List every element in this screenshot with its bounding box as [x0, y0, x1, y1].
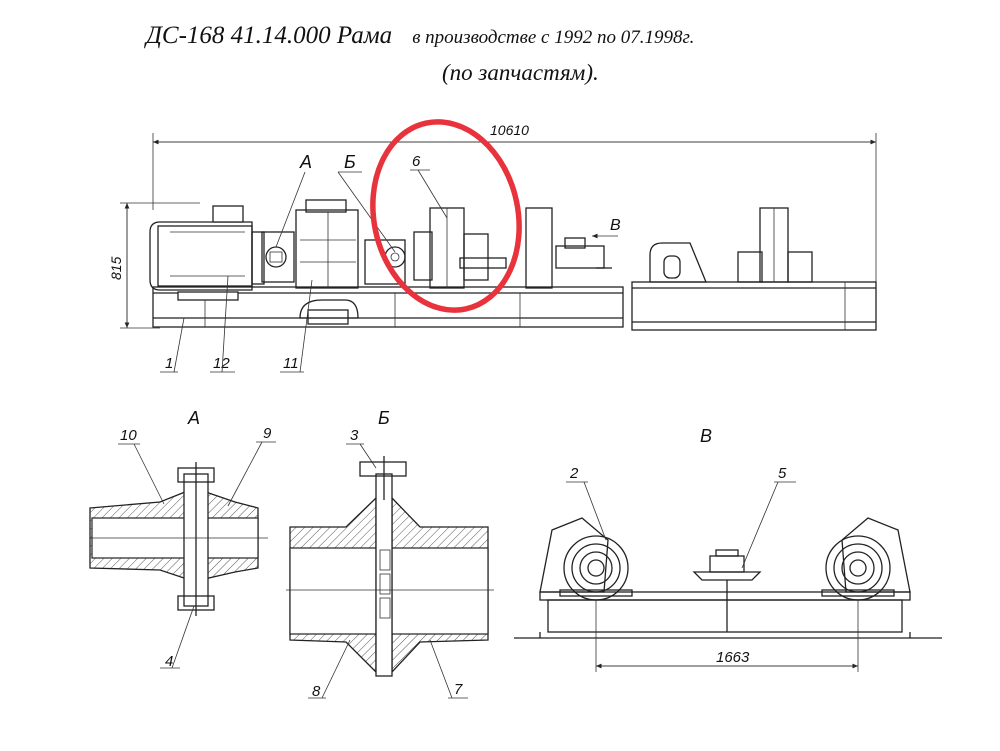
title-subtitle: в производстве с 1992 по 07.1998г. [412, 27, 695, 48]
svg-text:6: 6 [412, 153, 421, 170]
callout-12: 12 [210, 275, 235, 373]
detail-view-b: Б 3 8 7 [286, 408, 494, 700]
callout-5: 5 [741, 465, 796, 569]
svg-text:4: 4 [165, 653, 173, 670]
height-value: 815 [108, 256, 124, 280]
detail-view-v: В [514, 426, 942, 672]
svg-text:1: 1 [165, 355, 173, 372]
overall-length-dimension: 10610 [152, 122, 877, 290]
svg-text:9: 9 [263, 425, 272, 442]
callout-10: 10 [118, 427, 165, 505]
main-side-view: 10610 815 [108, 119, 877, 373]
svg-text:8: 8 [312, 683, 321, 700]
callout-3: 3 [346, 427, 377, 469]
svg-text:5: 5 [778, 465, 787, 482]
callout-8: 8 [308, 639, 351, 700]
svg-text:В: В [700, 426, 712, 446]
title-main-text: ДС-168 41.14.000 Рама [146, 22, 393, 49]
callout-9: 9 [227, 425, 276, 507]
svg-text:Б: Б [378, 408, 390, 428]
callout-6: 6 [410, 153, 448, 219]
right-roller [821, 517, 911, 601]
central-support [692, 549, 762, 632]
view-arrow-v: В [592, 217, 621, 239]
roller-spacing-value: 1663 [716, 649, 750, 666]
svg-text:12: 12 [213, 355, 230, 372]
callout-2: 2 [566, 465, 607, 541]
svg-text:А: А [187, 408, 200, 428]
callout-4: 4 [160, 605, 195, 670]
roller-stand-2 [525, 207, 612, 289]
roller-stand-6 [413, 207, 507, 289]
view-arrow-label: В [610, 217, 621, 234]
reducer [295, 199, 359, 289]
frame-left-section [152, 286, 624, 328]
coupling-a [261, 231, 295, 283]
svg-text:7: 7 [454, 681, 463, 698]
svg-text:Б: Б [344, 152, 356, 172]
drawing-title: ДС-168 41.14.000 Рама в производстве с 19… [146, 22, 694, 50]
roller-spacing-dimension: 1663 [595, 600, 859, 672]
svg-text:2: 2 [569, 465, 579, 482]
callout-1: 1 [160, 317, 185, 373]
height-dimension: 815 [108, 202, 200, 329]
frame-right-section [631, 281, 877, 331]
callout-7: 7 [429, 639, 468, 699]
left-roller [539, 517, 633, 601]
svg-text:А: А [299, 152, 312, 172]
view-marker-b: Б [337, 152, 396, 253]
motor-assembly [149, 205, 265, 291]
view-marker-a: А [275, 152, 312, 248]
underside-bracket [299, 299, 359, 325]
detail-view-a: А 10 9 4 [89, 408, 276, 670]
highlight-ellipse [370, 119, 522, 313]
right-bracket [649, 242, 707, 283]
right-roller-stand [737, 207, 813, 283]
svg-text:10: 10 [120, 427, 137, 444]
overall-length-value: 10610 [490, 122, 529, 138]
callout-11: 11 [280, 279, 313, 373]
title-note: (по запчастям). [442, 60, 599, 85]
svg-text:11: 11 [283, 355, 299, 372]
svg-text:3: 3 [350, 427, 359, 444]
